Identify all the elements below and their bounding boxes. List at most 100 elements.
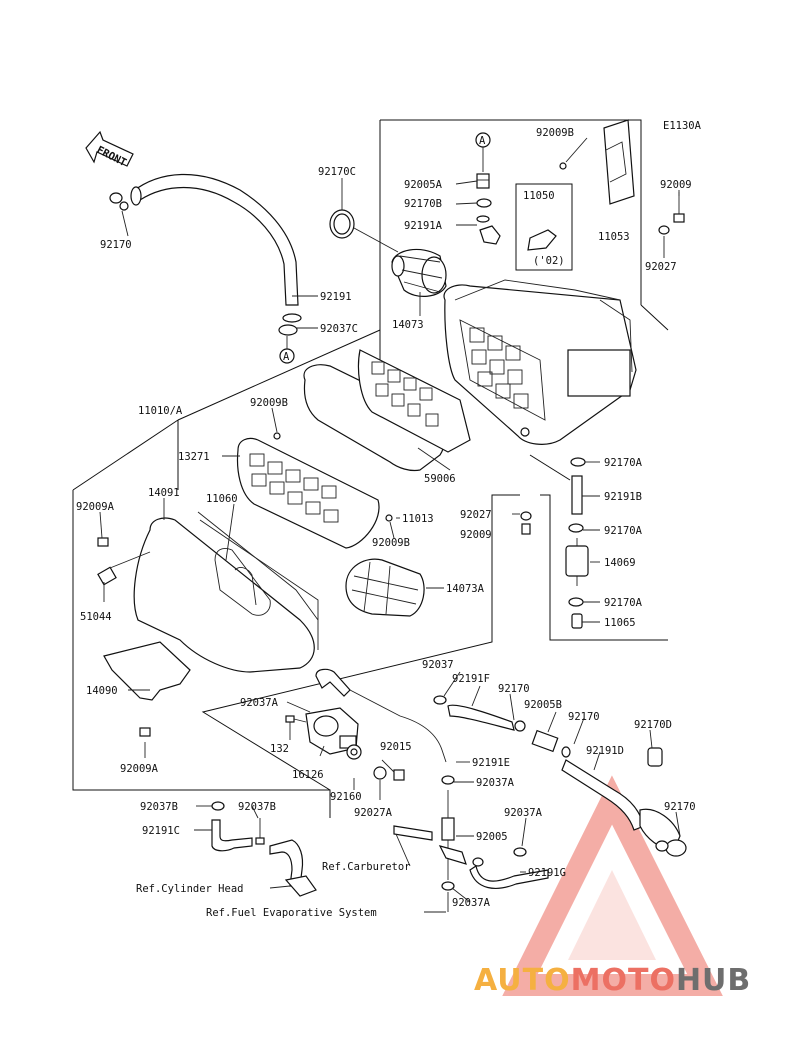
label-51044: 51044 [80, 611, 112, 623]
watermark-moto: MOTO [570, 963, 676, 998]
clamp-92170D [647, 747, 663, 767]
label-92191D: 92191D [586, 745, 624, 757]
label-92027-mid: 92027 [460, 509, 492, 521]
label-92191: 92191 [320, 291, 352, 303]
label-92037A-4: 92037A [452, 897, 491, 909]
label-92170A-3: 92170A [604, 597, 643, 609]
label-92027-top: 92027 [645, 261, 677, 273]
label-92191C: 92191C [142, 825, 180, 837]
clip-92037B-2 [255, 818, 265, 845]
label-92191B: 92191B [604, 491, 642, 503]
screw-92009B-low [385, 514, 393, 522]
label-92037B-1: 92037B [140, 801, 178, 813]
label-11050: 11050 [523, 190, 555, 202]
label-11065: 11065 [604, 617, 636, 629]
clamp-92170C [329, 209, 399, 253]
clamp-92170A-1 [570, 457, 586, 467]
filter-element-59006 [303, 364, 445, 472]
section-frame [72, 119, 669, 818]
clamp-92170-c [561, 746, 571, 758]
label-92027A: 92027A [354, 807, 393, 819]
clamp-92170B [476, 198, 492, 208]
label-92170-b: 92170 [498, 683, 530, 695]
label-92170A-1: 92170A [604, 457, 643, 469]
diagram-code: E1130A [663, 120, 702, 132]
valve-assy-16126 [289, 707, 359, 755]
label-14091: 14091 [148, 487, 180, 499]
bolt-92009-mid [521, 523, 531, 535]
watermark-auto: AUTO [474, 963, 571, 998]
clamp-92170-top [109, 192, 129, 211]
label-92037B-2: 92037B [238, 801, 276, 813]
label-11053: 11053 [598, 231, 630, 243]
label-92009A-2: 92009A [120, 763, 159, 775]
screen-13271 [236, 437, 380, 549]
joint-92005B [531, 729, 559, 753]
screw-92009B-mid [273, 432, 281, 440]
label-92037: 92037 [422, 659, 454, 671]
label-92170-c: 92170 [568, 711, 600, 723]
joint-92005 [441, 775, 455, 912]
label-92191A: 92191A [404, 220, 443, 232]
label-92037A-2: 92037A [476, 777, 515, 789]
front-arrow-icon [85, 130, 134, 167]
label-92037A-1: 92037A [240, 697, 279, 709]
label-92009-mid: 92009 [460, 529, 492, 541]
label-92009B-low: 92009B [372, 537, 410, 549]
washer-92027-mid [520, 511, 532, 521]
label-92160: 92160 [330, 791, 362, 803]
hose-92191F [433, 695, 526, 732]
label-92015: 92015 [380, 741, 412, 753]
hose-92191B [571, 475, 583, 515]
watermark-logo-icon [502, 775, 723, 996]
ref-fuel-evap: Ref.Fuel Evaporative System [206, 907, 377, 919]
clamp-92170A-2 [568, 523, 584, 533]
hose-92191D [561, 759, 687, 857]
duct-14073A [345, 558, 425, 617]
label-14073A: 14073A [446, 583, 485, 595]
hose-92191C [211, 819, 253, 852]
clamp-92170A-3 [568, 597, 584, 607]
callout-a-bottom: A [279, 336, 295, 364]
hose-92191E [349, 689, 447, 763]
label-14090: 14090 [86, 685, 118, 697]
label-92005: 92005 [476, 831, 508, 843]
label-13271: 13271 [178, 451, 210, 463]
label-92037C: 92037C [320, 323, 358, 335]
label-92170D: 92170D [634, 719, 672, 731]
air-cleaner-housing-lower-14091 [133, 511, 319, 673]
label-16126: 16126 [292, 769, 324, 781]
callout-a-top: A [475, 132, 491, 172]
label-92009B-top: 92009B [536, 127, 574, 139]
label-92170: 92170 [100, 239, 132, 251]
grommet-92160 [346, 744, 362, 760]
variant-box-11050 [515, 183, 573, 271]
ref-cylinder-head: Ref.Cylinder Head [136, 883, 243, 895]
filter-14069 [565, 538, 589, 586]
fitting-92005A [476, 173, 490, 189]
leader-lines [99, 137, 681, 913]
watermark-text: AUTOMOTOHUB [474, 963, 800, 1003]
label-92170B: 92170B [404, 198, 442, 210]
collar-92027A [373, 766, 387, 780]
bracket-14090 [103, 641, 191, 701]
label-92191G: 92191G [528, 867, 566, 879]
intake-hose-92191 [130, 173, 302, 323]
clip-92037B-1 [211, 801, 225, 811]
air-cleaner-housing-upper [443, 279, 637, 445]
label-92005B: 92005B [524, 699, 562, 711]
hose-top-bottom [315, 668, 351, 697]
label-59006: 59006 [424, 473, 456, 485]
label-92009A-1: 92009A [76, 501, 115, 513]
label-14073: 14073 [392, 319, 424, 331]
hose-92191G [469, 847, 549, 889]
screw-132 [285, 715, 295, 723]
label-11013: 11013 [402, 513, 434, 525]
label-132: 132 [270, 743, 289, 755]
ref-carburetor: Ref.Carburetor [322, 861, 411, 873]
element-frame [357, 349, 471, 453]
bolt-92009-top [673, 192, 685, 223]
label-92005A: 92005A [404, 179, 443, 191]
